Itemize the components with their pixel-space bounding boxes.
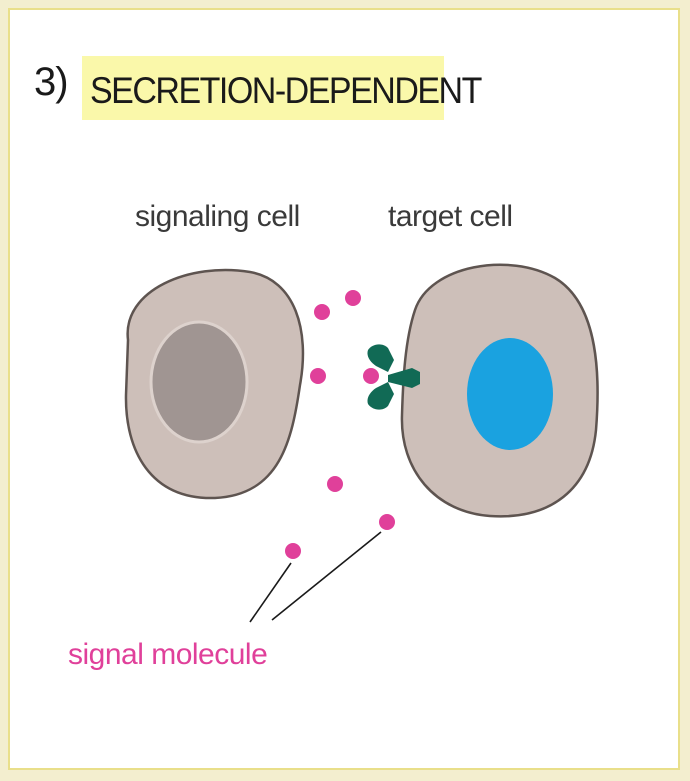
signaling-cell-label: signaling cell <box>135 200 300 233</box>
signal-molecule <box>310 368 326 384</box>
signal-molecules <box>285 290 395 559</box>
signal-molecule <box>363 368 379 384</box>
signal-molecule <box>327 476 343 492</box>
signal-molecule-label: signal molecule <box>68 638 268 671</box>
signal-molecule <box>345 290 361 306</box>
signal-molecule <box>314 304 330 320</box>
title-highlight <box>82 56 444 120</box>
signal-molecule <box>285 543 301 559</box>
receptor <box>367 344 420 410</box>
signaling-cell-nucleus <box>149 320 249 444</box>
secretion-diagram <box>124 263 599 623</box>
target-cell-label: target cell <box>388 200 513 233</box>
figure-number: 3) <box>34 60 69 104</box>
signal-molecule <box>379 514 395 530</box>
signal-molecule-leaders <box>249 531 382 623</box>
diagram-panel: 3) SECRETION-DEPENDENT signaling cell ta… <box>8 8 680 770</box>
figure-title: SECRETION-DEPENDENT <box>90 70 482 112</box>
target-cell-nucleus <box>467 338 553 450</box>
